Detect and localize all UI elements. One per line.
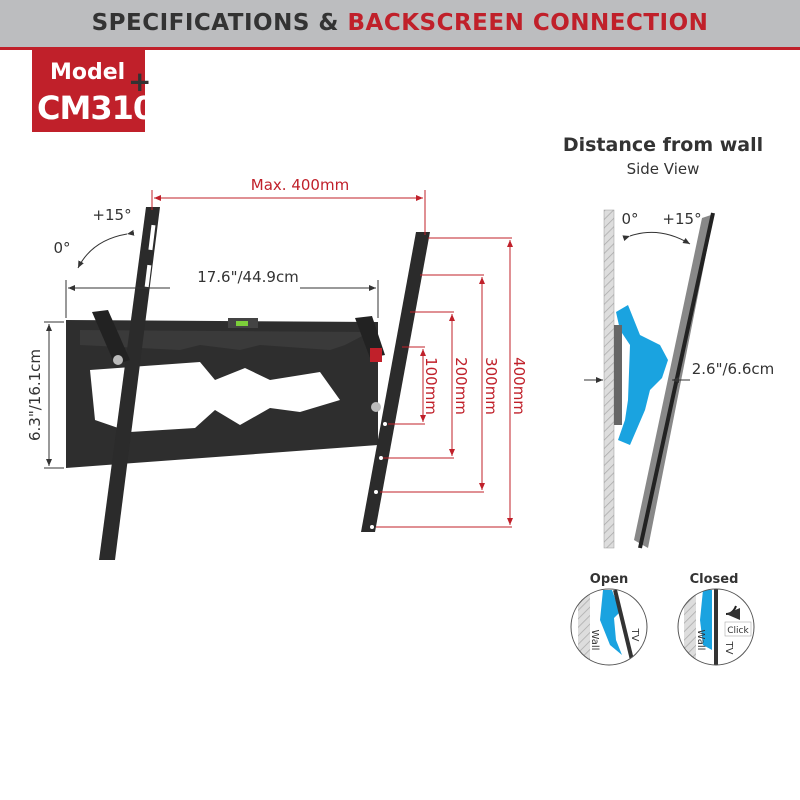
side-view-drawing — [584, 209, 715, 549]
side-tilt-max-label: +15° — [662, 210, 701, 228]
closed-label: Closed — [690, 572, 739, 587]
plus-icon: + — [128, 65, 152, 98]
lock-knob — [370, 348, 382, 362]
closed-wall-label: Wall — [695, 630, 706, 651]
side-view-title: Distance from wall — [563, 134, 763, 156]
model-label: Model — [50, 60, 126, 85]
max-width-label: Max. 400mm — [251, 176, 349, 194]
side-tilt-arc — [622, 231, 691, 245]
wall-distance-label: 2.6"/6.6cm — [692, 360, 775, 378]
tilt-max-label: +15° — [92, 206, 131, 224]
wall — [603, 209, 615, 549]
side-tilt-min-label: 0° — [621, 210, 638, 228]
click-label: Click — [727, 626, 749, 636]
model-badge: Model CM310 — [32, 50, 155, 132]
left-tv-arm — [92, 207, 160, 560]
header-bar: SPECIFICATIONS & BACKSCREEN CONNECTION — [0, 0, 800, 50]
blue-bracket — [616, 305, 668, 445]
tilt-arc-arrow — [77, 229, 135, 269]
vesa-300-label: 300mm — [482, 357, 500, 415]
right-tv-arm — [355, 232, 430, 532]
tilt-min-label: 0° — [53, 239, 70, 257]
vesa-100-label: 100mm — [422, 357, 440, 415]
wall-plate — [66, 318, 378, 468]
closed-tv-label: TV — [723, 641, 734, 655]
title-part-specifications: SPECIFICATIONS & — [91, 10, 348, 36]
vesa-400-label: 400mm — [510, 357, 528, 415]
open-detail-circle — [570, 588, 648, 666]
title-part-backscreen: BACKSCREEN CONNECTION — [347, 10, 709, 36]
click-arrow-icon — [725, 605, 741, 620]
open-label: Open — [590, 572, 628, 587]
side-view-subtitle: Side View — [627, 160, 700, 178]
vesa-200-label: 200mm — [452, 357, 470, 415]
open-tv-label: TV — [629, 628, 640, 642]
open-wall-label: Wall — [589, 630, 600, 651]
page-title: SPECIFICATIONS & BACKSCREEN CONNECTION — [92, 10, 709, 36]
plate-width-label: 17.6"/44.9cm — [197, 268, 299, 286]
model-number: CM310 — [37, 89, 155, 127]
plate-height-label: 6.3"/16.1cm — [26, 349, 44, 441]
